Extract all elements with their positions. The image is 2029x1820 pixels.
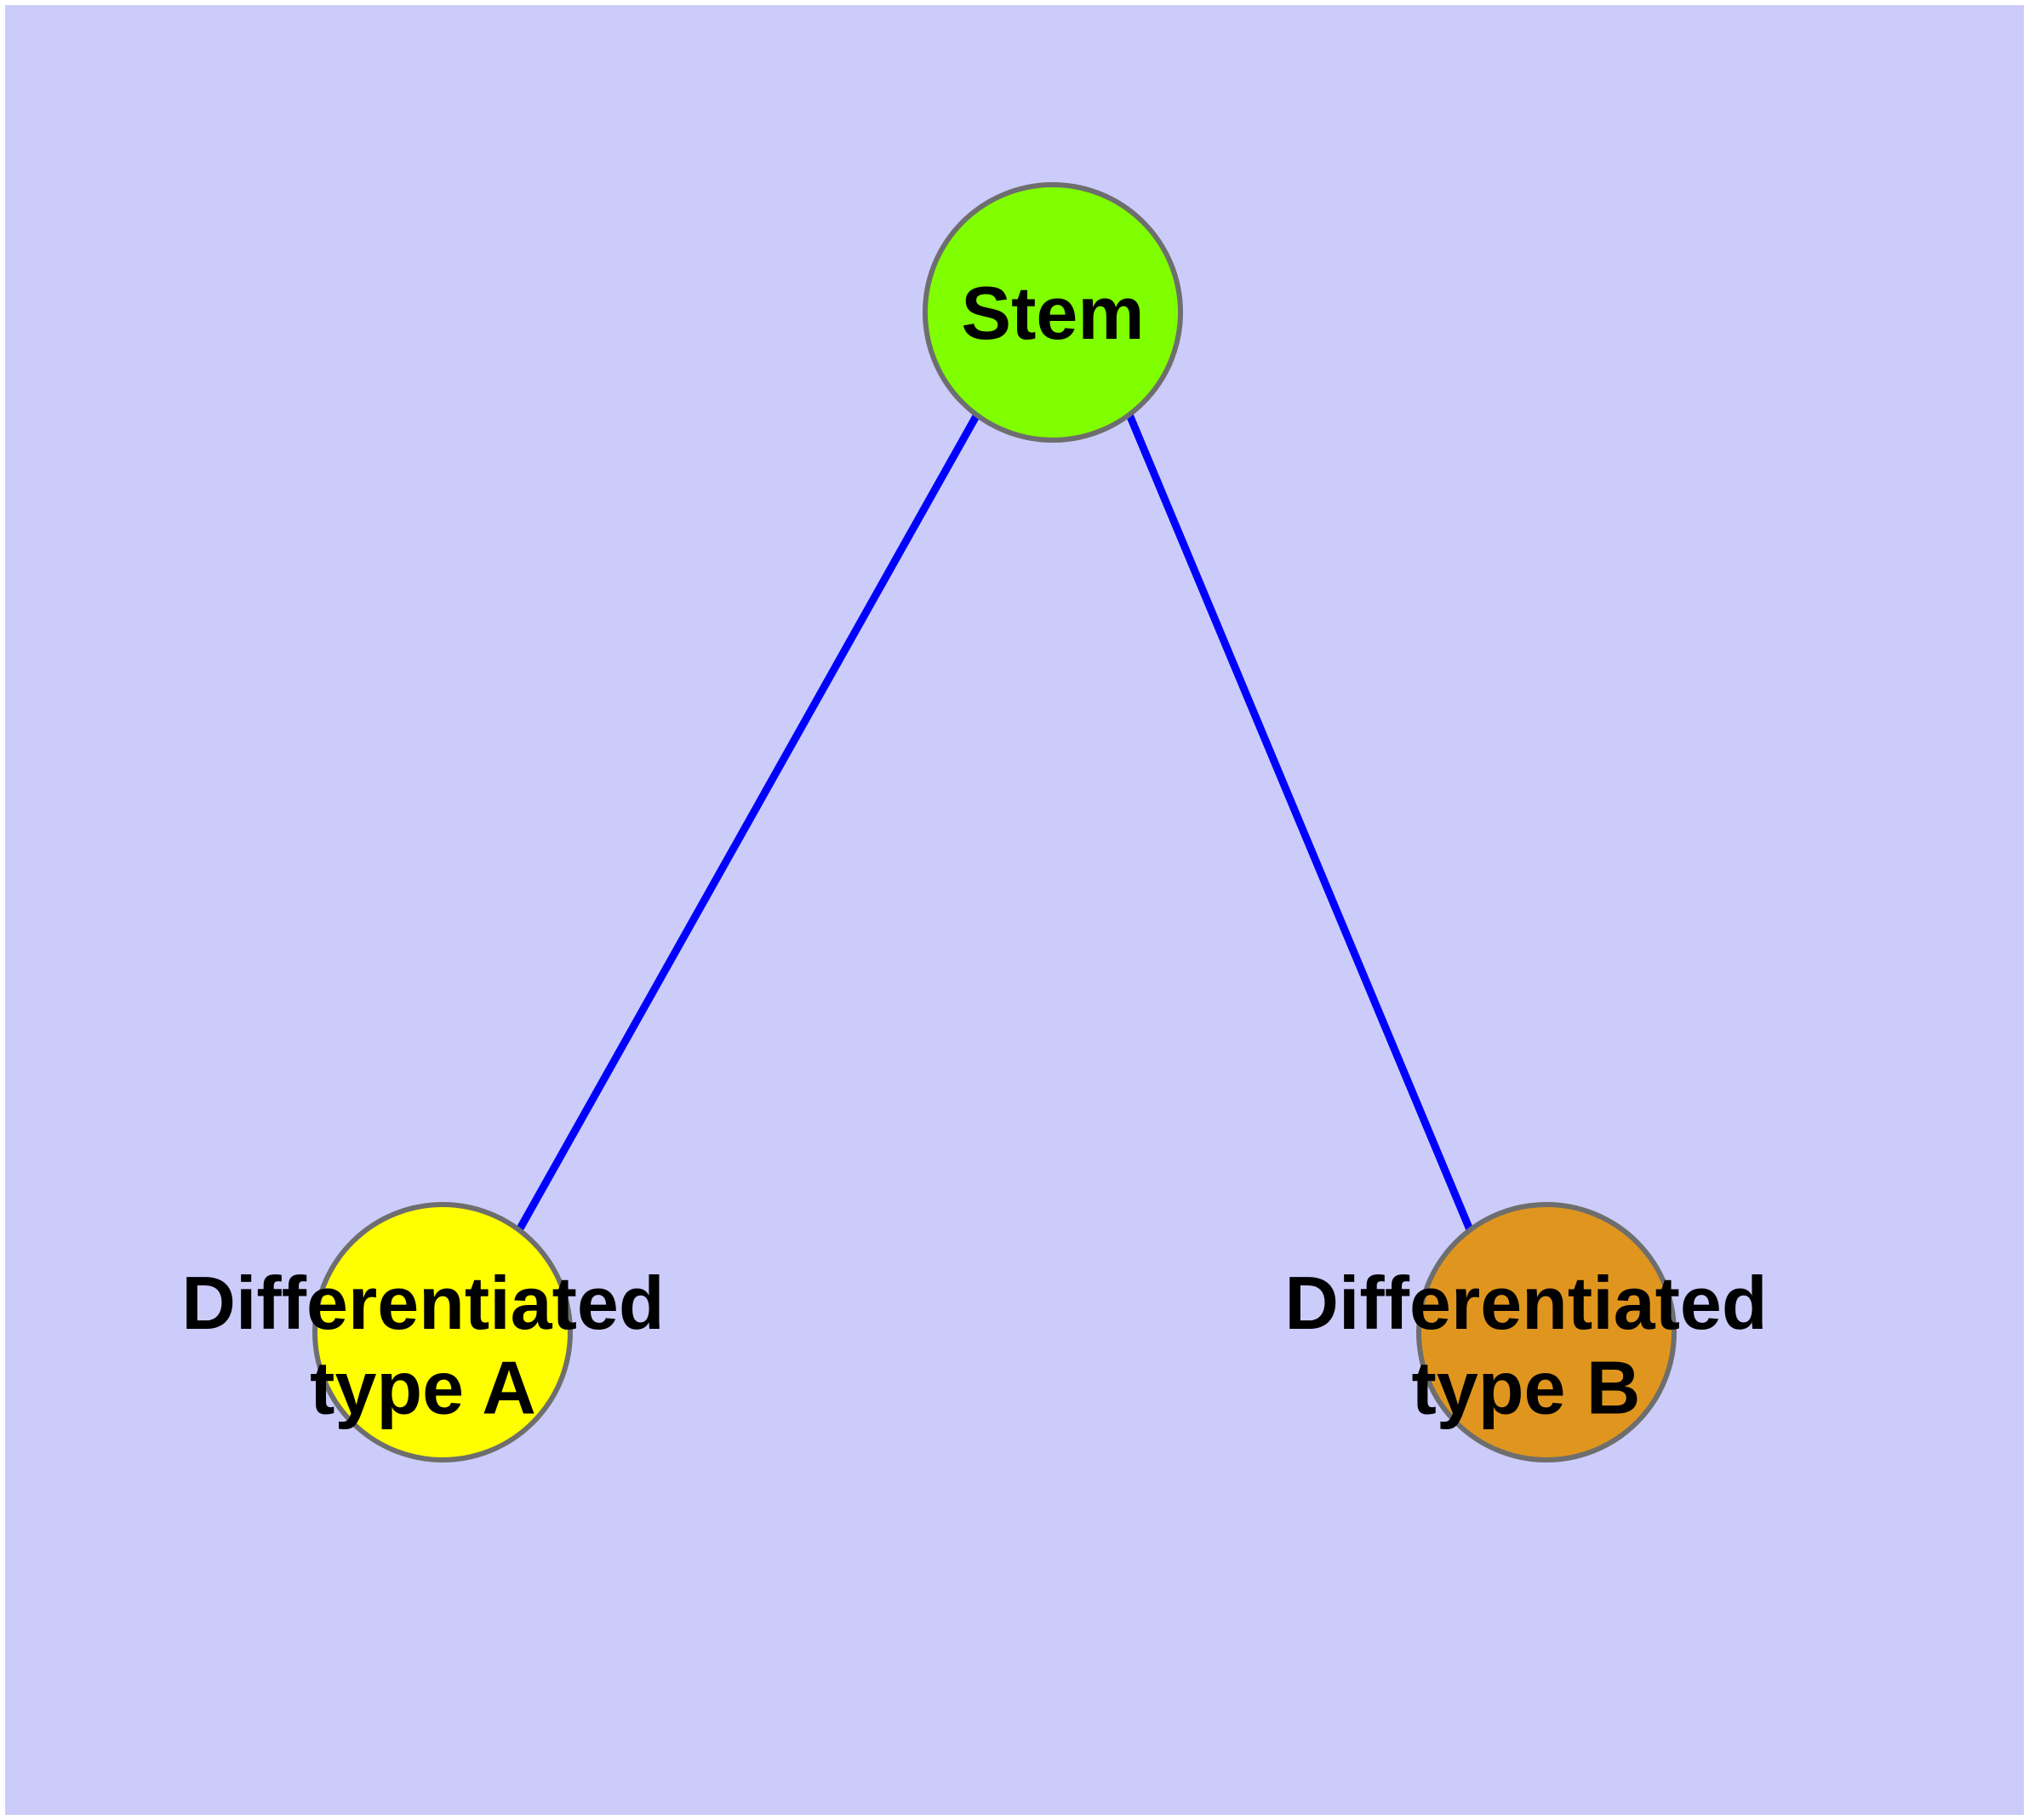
node-circle-diff-b[interactable] xyxy=(1416,1202,1677,1462)
node-label-stem: Stem xyxy=(961,271,1144,355)
node-label-line: type B xyxy=(1412,1345,1641,1429)
node-circle-stem[interactable] xyxy=(923,182,1183,443)
node-circle-diff-a[interactable] xyxy=(312,1202,573,1462)
node-label-line: Stem xyxy=(961,271,1144,355)
node-layer xyxy=(312,182,1677,1462)
edge-stem-to-diff-b[interactable] xyxy=(1125,410,1475,1236)
node-label-line: Differentiated xyxy=(1284,1261,1767,1345)
edge-layer xyxy=(515,410,1475,1236)
node-label-line: Differentiated xyxy=(181,1261,664,1345)
edge-stem-to-diff-a[interactable] xyxy=(515,410,981,1234)
node-label-line: type A xyxy=(310,1345,536,1429)
